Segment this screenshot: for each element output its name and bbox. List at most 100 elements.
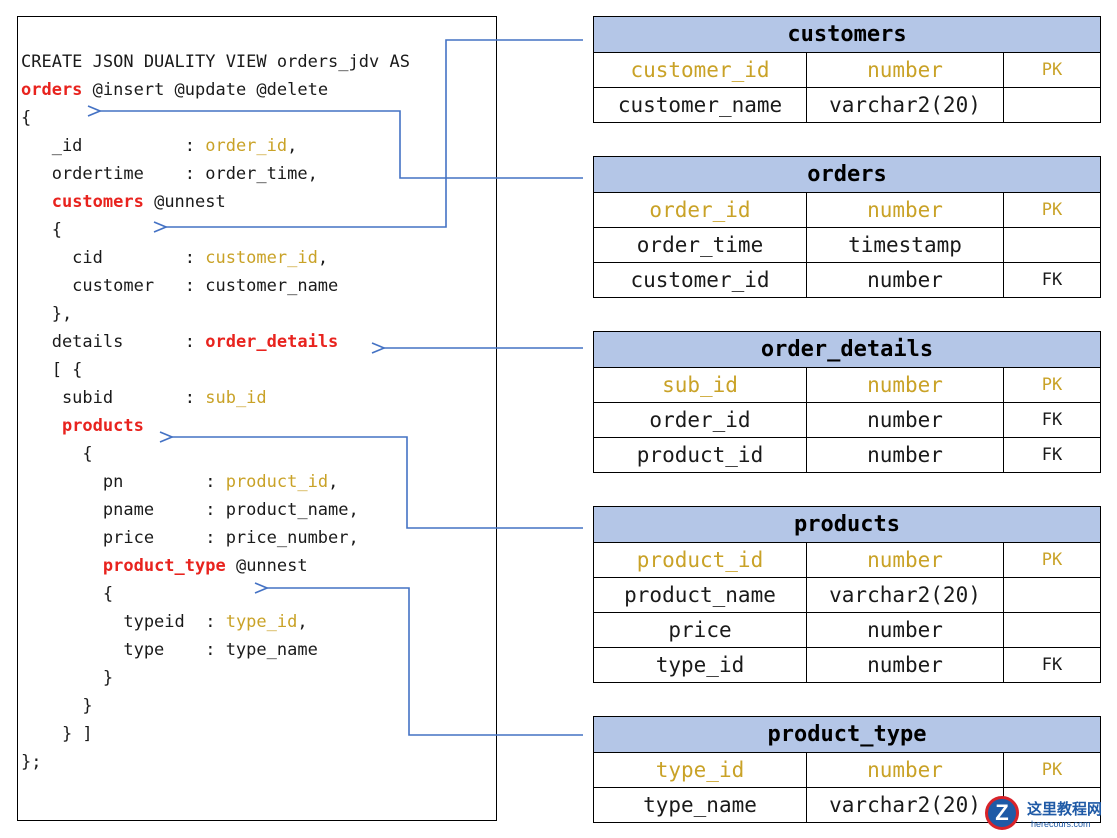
mapped-column: sub_id — [205, 388, 267, 408]
mapped-column: customer_id — [205, 248, 318, 268]
table-reference: product_type — [102, 556, 226, 576]
code-text: , — [297, 612, 308, 632]
code-text: , — [287, 136, 298, 156]
key-flag: FK — [1002, 437, 1102, 473]
key-flag: PK — [1002, 367, 1102, 403]
table-reference: orders — [21, 80, 83, 100]
column-name: customer_id — [593, 262, 807, 298]
arrow-product-type — [267, 588, 583, 736]
column-name: product_id — [593, 542, 807, 578]
code-line: customer : customer_name — [21, 275, 338, 297]
code-text: }; — [21, 752, 42, 772]
key-flag: FK — [1003, 262, 1101, 298]
column-type: number — [806, 402, 1004, 438]
code-line: typeid : type_id, — [21, 611, 308, 633]
code-text: pn : — [21, 472, 226, 492]
table-name: product_type — [592, 716, 1102, 753]
code-line: _id : order_id, — [21, 135, 298, 157]
arrow-products — [172, 437, 583, 529]
code-line: { — [21, 583, 113, 605]
code-text: } ] — [21, 724, 93, 744]
code-line: { — [21, 219, 62, 241]
code-text: @insert @update @delete — [82, 80, 329, 100]
code-line: [ { — [21, 359, 83, 381]
code-line: pname : product_name, — [21, 499, 359, 521]
column-type: number — [806, 647, 1004, 683]
column-type: number — [806, 612, 1004, 648]
code-text: @unnest — [143, 192, 226, 212]
table-name: products — [593, 506, 1101, 543]
arrow-orders — [100, 111, 583, 179]
code-line: pn : product_id, — [21, 471, 338, 493]
code-line: } ] — [21, 723, 93, 745]
table-reference: customers — [51, 192, 144, 212]
code-text: } — [21, 696, 93, 716]
table-name: order_details — [592, 331, 1102, 368]
code-line: { — [21, 107, 31, 129]
code-line: price : price_number, — [21, 527, 359, 549]
code-line: }, — [21, 303, 72, 325]
column-type: varchar2(20) — [806, 787, 1004, 823]
key-flag — [1002, 787, 1102, 823]
code-text: pname : product_name, — [21, 500, 359, 520]
code-text: } — [21, 668, 114, 688]
key-flag: PK — [1003, 542, 1101, 578]
code-text: subid : — [21, 388, 206, 408]
key-flag: PK — [1003, 192, 1101, 228]
arrow-customers — [166, 39, 583, 227]
code-text: _id : — [21, 136, 206, 156]
code-text: customer : customer_name — [21, 276, 339, 296]
key-flag: PK — [1002, 752, 1102, 788]
key-flag — [1002, 87, 1102, 123]
column-name: customer_name — [593, 87, 807, 123]
table-reference: products — [61, 416, 144, 436]
watermark-text: 这里教程网 — [1027, 800, 1103, 818]
code-line: product_type @unnest — [21, 555, 308, 577]
key-flag: PK — [1002, 52, 1102, 88]
code-text: { — [21, 220, 62, 240]
code-line: ordertime : order_time, — [21, 163, 318, 185]
code-text: CREATE JSON DUALITY VIEW orders_jdv AS — [21, 52, 410, 72]
code-text: }, — [21, 304, 73, 324]
code-text: , — [317, 248, 329, 268]
code-text: ordertime : order_time, — [21, 164, 318, 184]
column-name: order_id — [593, 402, 807, 438]
code-text: { — [21, 584, 114, 604]
code-line: } — [21, 695, 93, 717]
code-line: products — [21, 415, 144, 437]
code-line: { — [21, 443, 92, 465]
column-type: timestamp — [806, 227, 1004, 263]
key-flag — [1003, 612, 1101, 648]
code-line: cid : customer_id, — [21, 247, 328, 269]
code-text: type : type_name — [21, 640, 318, 660]
code-line: CREATE JSON DUALITY VIEW orders_jdv AS — [21, 51, 410, 73]
key-flag: FK — [1003, 647, 1101, 683]
column-type: varchar2(20) — [806, 577, 1004, 613]
code-text: , — [328, 472, 339, 492]
table-name: customers — [592, 16, 1102, 53]
code-panel: CREATE JSON DUALITY VIEW orders_jdv AS or… — [17, 16, 497, 821]
column-name: product_id — [593, 437, 807, 473]
code-text: price : price_number, — [21, 528, 359, 548]
column-type: number — [806, 752, 1004, 788]
column-name: type_id — [593, 647, 807, 683]
column-type: number — [806, 542, 1004, 578]
column-name: sub_id — [593, 367, 807, 403]
watermark-logo: Z 这里教程网 herecours.com — [975, 792, 1117, 838]
code-line: } — [21, 667, 113, 689]
code-text: @unnest — [225, 556, 308, 576]
code-line: details : order_details — [21, 331, 339, 353]
